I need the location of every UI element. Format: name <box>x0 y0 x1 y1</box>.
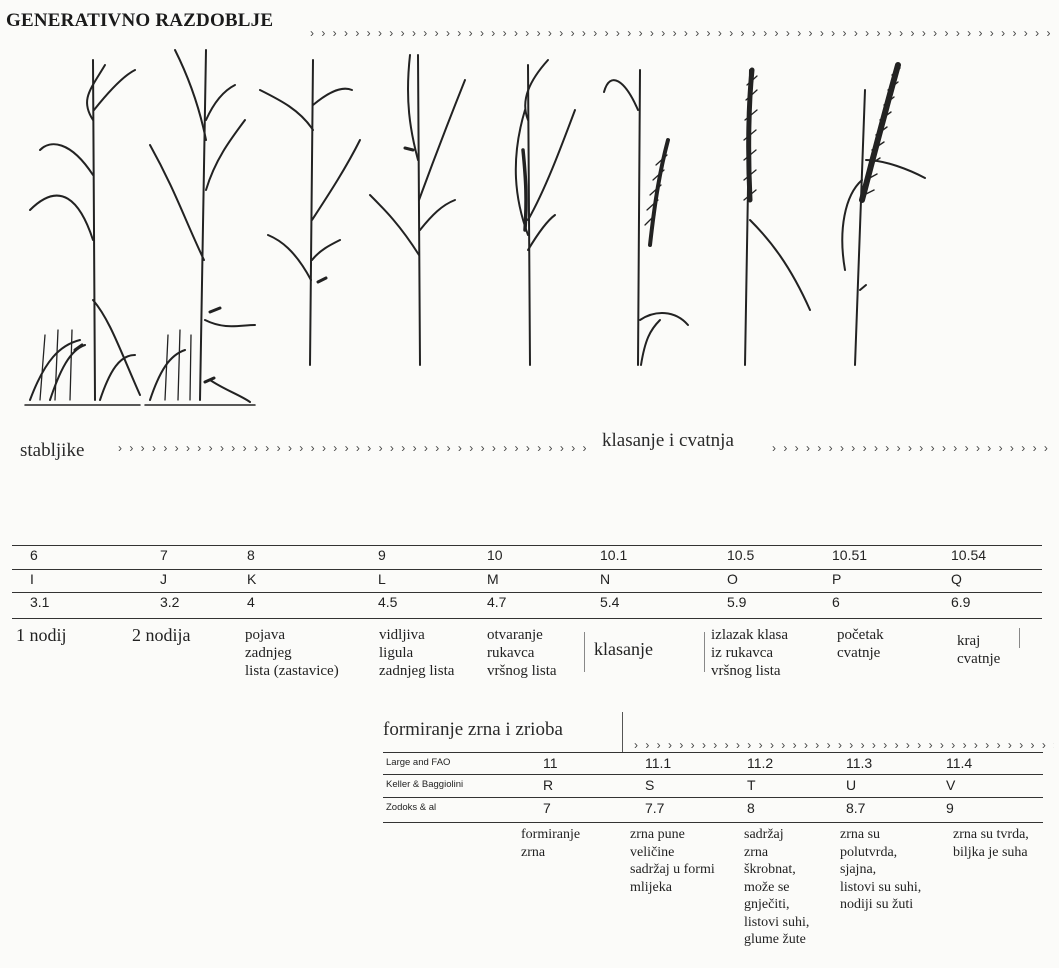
stage-table-cell: 3.2 <box>160 594 179 610</box>
stage-table-cell: I <box>30 571 34 587</box>
stage-description: izlazak klasa iz rukavca vršnog lista <box>711 626 788 680</box>
grain-stage-description: formiranje zrna <box>521 826 580 861</box>
stems-label: stabljike <box>20 440 84 462</box>
plant-flag-leaf <box>260 60 360 365</box>
stage-table-cell: 3.1 <box>30 594 49 610</box>
plant-cvatnja <box>842 65 925 365</box>
stage-table-cell: K <box>247 571 256 587</box>
page-title: GENERATIVNO RAZDOBLJE <box>6 10 273 32</box>
stage-table-cell: 5.9 <box>727 594 746 610</box>
stage-table-cell: 5.4 <box>600 594 619 610</box>
stage-table-cell: 10.1 <box>600 547 627 563</box>
grain-table-cell: 11.3 <box>846 755 872 771</box>
stage-description: pojava zadnjeg lista (zastavice) <box>245 626 339 680</box>
plant-ligula <box>370 55 465 365</box>
stage-description: klasanje <box>594 640 653 658</box>
grain-stage-description: zrna su tvrda, biljka je suha <box>953 826 1029 861</box>
stage-table-cell: J <box>160 571 167 587</box>
stage-description: vidljiva ligula zadnjeg lista <box>379 626 454 680</box>
stage-table-cell: 6.9 <box>951 594 970 610</box>
grain-table-cell: 11 <box>543 755 558 771</box>
grain-table-cell: R <box>543 777 553 793</box>
stage-table-cell: 9 <box>378 547 386 563</box>
stage-table-cell: P <box>832 571 841 587</box>
grain-table-cell: 11.1 <box>645 755 671 771</box>
stage-table-cell: 10 <box>487 547 503 563</box>
grain-table-cell: 11.2 <box>747 755 773 771</box>
stage-table-cell: 10.5 <box>727 547 754 563</box>
heading-arrow-line: › › › › › › › › › › › › › › › › › › › › … <box>772 441 1052 455</box>
grain-stage-description: sadržaj zrna škrobnat, može se gnječiti,… <box>744 826 809 949</box>
grain-table-cell: V <box>946 777 955 793</box>
stems-arrow-line: › › › › › › › › › › › › › › › › › › › › … <box>118 441 588 455</box>
stage-description: otvaranje rukavca vršnog lista <box>487 626 557 680</box>
stage-description: 2 nodija <box>132 626 191 644</box>
stage-table-cell: 10.51 <box>832 547 867 563</box>
stage-table-cell: 6 <box>30 547 38 563</box>
stage-table-cell: 4.7 <box>487 594 506 610</box>
grain-table-row-label: Zodoks & al <box>386 802 436 813</box>
stage-table-cell: 8 <box>247 547 255 563</box>
plant-1-nodij <box>25 60 140 405</box>
stage-description: početak cvatnje <box>837 626 884 662</box>
grain-table-cell: U <box>846 777 856 793</box>
stage-description: kraj cvatnje <box>957 632 1000 668</box>
plant-izlazak-klasa <box>744 70 810 365</box>
grain-stage-label: formiranje zrna i zrioba <box>383 719 563 741</box>
grain-table-cell: 9 <box>946 800 954 816</box>
grain-table-cell: 7.7 <box>645 800 664 816</box>
grain-stage-description: zrna pune veličine sadržaj u formi mlije… <box>630 826 715 896</box>
plant-klasanje <box>604 70 688 365</box>
grain-table-row-label: Large and FAO <box>386 757 450 768</box>
grain-table-cell: 8 <box>747 800 755 816</box>
grain-table-cell: 11.4 <box>946 755 972 771</box>
grain-table-cell: 7 <box>543 800 551 816</box>
stage-table-cell: 6 <box>832 594 840 610</box>
stage-table-cell: 4 <box>247 594 255 610</box>
stage-table-cell: M <box>487 571 499 587</box>
grain-stage-description: zrna su polutvrda, sjajna, listovi su su… <box>840 826 921 914</box>
stage-table-cell: N <box>600 571 610 587</box>
grain-table-cell: S <box>645 777 654 793</box>
plant-rukavac <box>516 60 575 365</box>
grain-table-cell: T <box>747 777 756 793</box>
stage-table-cell: O <box>727 571 738 587</box>
grain-table-cell: 8.7 <box>846 800 865 816</box>
stage-table-cell: 10.54 <box>951 547 986 563</box>
grain-arrow-line: › › › › › › › › › › › › › › › › › › › › … <box>634 738 1054 752</box>
grain-table-row-label: Keller & Baggiolini <box>386 779 463 790</box>
heading-stage-label: klasanje i cvatnja <box>602 430 734 452</box>
stage-description: 1 nodij <box>16 626 67 644</box>
stage-table-cell: Q <box>951 571 962 587</box>
plant-2-nodija <box>145 50 255 405</box>
stage-table-cell: 4.5 <box>378 594 397 610</box>
stage-table-cell: L <box>378 571 386 587</box>
stage-table-cell: 7 <box>160 547 168 563</box>
wheat-growth-illustration <box>0 30 1059 450</box>
